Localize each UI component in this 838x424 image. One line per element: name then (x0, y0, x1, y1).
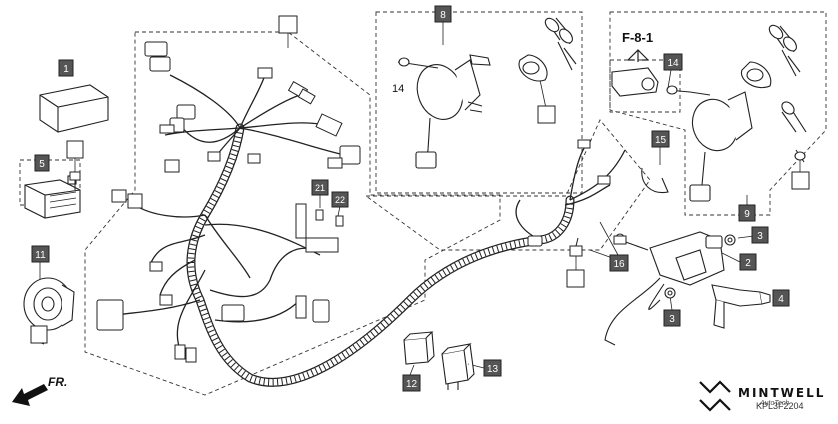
svg-text:5: 5 (39, 159, 45, 170)
inset-f81-parts (611, 24, 807, 202)
svg-text:3: 3 (669, 314, 675, 325)
callout-3-lower: 3 (663, 309, 681, 327)
svg-text:15: 15 (655, 135, 667, 146)
front-direction-arrow-icon (12, 384, 48, 406)
harness-connectors (96, 41, 611, 363)
svg-text:1: 1 (63, 64, 69, 75)
svg-text:16: 16 (613, 259, 625, 270)
svg-text:21: 21 (315, 183, 325, 193)
svg-text:13: 13 (487, 364, 499, 375)
svg-text:2: 2 (745, 258, 751, 269)
svg-text:8: 8 (440, 10, 446, 21)
inset-title: F-8-1 (622, 30, 653, 45)
callout-15: 15 (651, 130, 670, 148)
callout-12: 12 (402, 374, 421, 392)
leader-lines (38, 22, 801, 376)
callout-2: 2 (739, 253, 757, 271)
callout-11: 11 (31, 245, 50, 263)
mintwell-logo-icon (699, 380, 731, 412)
callout-22: 22 (331, 191, 349, 208)
ignition-switch-group-outline (375, 11, 583, 194)
part-ignition-switch (397, 17, 577, 169)
callout-16: 16 (609, 254, 629, 272)
part-horn (23, 277, 75, 345)
callout-14-inset: 14 (663, 53, 683, 71)
callout-1: 1 (58, 59, 74, 77)
harness-group-outline (84, 31, 501, 396)
empty-callout-boxes (30, 15, 810, 344)
callout-9: 9 (738, 204, 756, 222)
inset-lock-outline (609, 59, 681, 113)
inset-arrow-up-icon (627, 49, 649, 62)
part-ecu-unit (39, 84, 109, 133)
callout-14-plain: 14 (392, 83, 404, 95)
svg-text:12: 12 (406, 379, 418, 390)
svg-text:22: 22 (335, 195, 345, 205)
watermark-subtitle: AutoTech (759, 400, 789, 407)
part-relay-block (24, 175, 81, 219)
svg-text:4: 4 (778, 294, 784, 305)
front-direction-label: FR. (48, 375, 67, 389)
callout-13: 13 (483, 359, 502, 377)
callout-21: 21 (311, 179, 329, 196)
figure-code: KPL3F2204 (756, 401, 804, 411)
part-clamp-band (641, 167, 669, 194)
svg-text:11: 11 (35, 250, 46, 261)
callout-8: 8 (434, 5, 452, 23)
watermark-brand: MINTWELL (738, 386, 825, 400)
inset-f81-outline (609, 11, 827, 216)
svg-text:14: 14 (667, 58, 679, 69)
part-ignition-coil (604, 231, 771, 346)
svg-text:9: 9 (744, 209, 750, 220)
part-relays (403, 331, 475, 390)
svg-text:3: 3 (757, 231, 763, 242)
callout-4: 4 (772, 289, 790, 307)
callout-5: 5 (34, 154, 50, 172)
callout-3-upper: 3 (751, 226, 769, 244)
connector-group-outline (364, 119, 651, 251)
